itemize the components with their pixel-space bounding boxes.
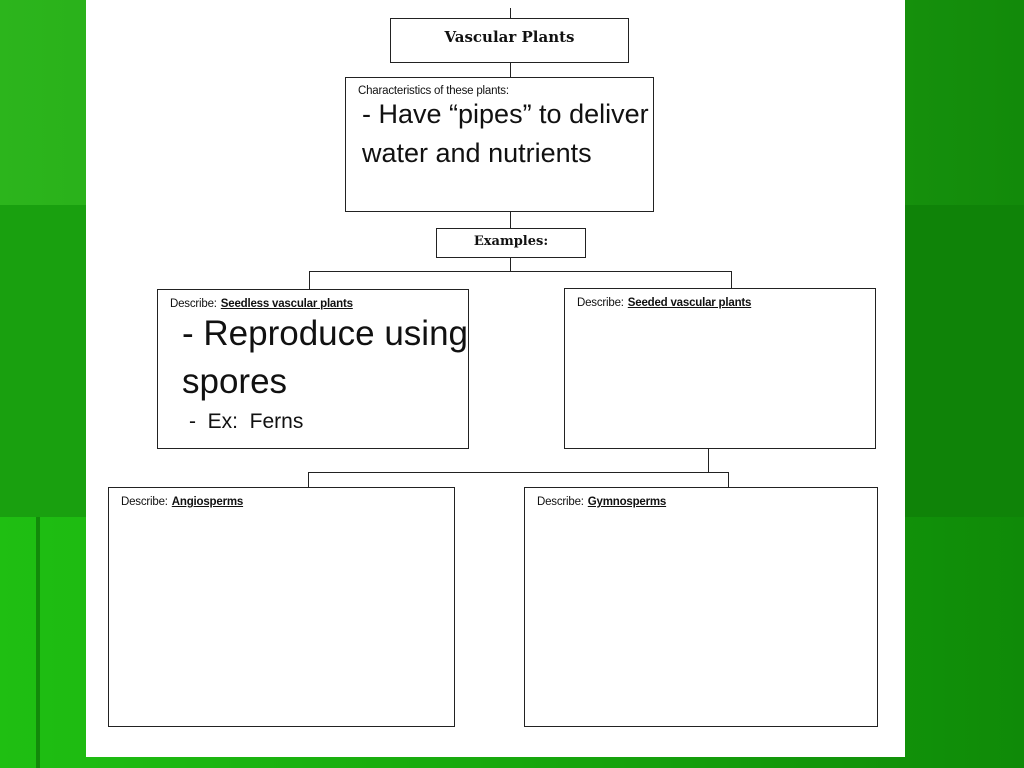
connector-title-to-characteristics (510, 62, 511, 77)
characteristics-box: Characteristics of these plants: - Have … (345, 77, 654, 212)
characteristics-label: Characteristics of these plants: (358, 85, 509, 97)
connector-seeded-horizontal (308, 472, 729, 473)
examples-box: Examples: (436, 228, 586, 258)
connector-to-seedless (309, 271, 310, 289)
connector-to-angiosperms (308, 472, 309, 487)
title-box: Vascular Plants (390, 18, 629, 63)
connector-characteristics-to-examples (510, 212, 511, 228)
gymnosperms-prefix: Describe: (537, 496, 584, 508)
connector-to-gymnosperms (728, 472, 729, 487)
background-band-right (905, 205, 1024, 517)
seedless-prefix: Describe: (170, 298, 217, 310)
background-stripe (36, 517, 40, 768)
gymnosperms-name: Gymnosperms (587, 496, 667, 508)
diagram-title: Vascular Plants (444, 28, 575, 46)
angiosperms-name: Angiosperms (171, 496, 244, 508)
connector-examples-down (510, 258, 511, 271)
angiosperms-prefix: Describe: (121, 496, 168, 508)
seeded-prefix: Describe: (577, 297, 624, 309)
characteristics-note: - Have “pipes” to deliver water and nutr… (362, 99, 649, 168)
angiosperms-box: Describe:Angiosperms (108, 487, 455, 727)
connector-top (510, 8, 511, 18)
seeded-heading: Describe:Seeded vascular plants (577, 297, 751, 309)
seeded-name: Seeded vascular plants (627, 297, 752, 309)
slide-canvas: Vascular Plants Characteristics of these… (86, 0, 905, 757)
connector-examples-horizontal (309, 271, 732, 272)
seedless-example: - Ex: Ferns (189, 410, 304, 433)
seedless-name: Seedless vascular plants (220, 298, 353, 310)
examples-label: Examples: (473, 234, 549, 249)
seedless-note: - Reproduce using spores (182, 314, 468, 401)
angiosperms-heading: Describe:Angiosperms (121, 496, 243, 508)
seedless-heading: Describe:Seedless vascular plants (170, 298, 353, 310)
gymnosperms-heading: Describe:Gymnosperms (537, 496, 666, 508)
connector-to-seeded (731, 271, 732, 288)
gymnosperms-box: Describe:Gymnosperms (524, 487, 878, 727)
seedless-box: Describe:Seedless vascular plants - Repr… (157, 289, 469, 449)
seeded-box: Describe:Seeded vascular plants (564, 288, 876, 449)
connector-seeded-down (708, 448, 709, 473)
